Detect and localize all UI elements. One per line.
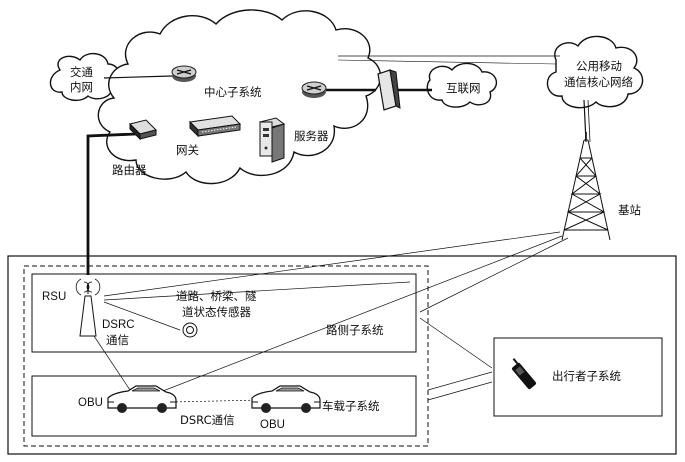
- server-tower-icon: [258, 117, 286, 163]
- dsrc-bottom-label: DSRC通信: [180, 413, 235, 427]
- connection-lines: [86, 55, 591, 403]
- roadside-subsystem-box: [31, 273, 417, 353]
- line-rsu-beam-upper: [103, 281, 411, 301]
- roadside-vehicle-dashed-box: [23, 265, 429, 447]
- dsrc-rsu-label-line1: DSRC: [102, 319, 135, 331]
- base-station-label: 基站: [618, 203, 641, 217]
- rsu-label: RSU: [42, 291, 66, 303]
- router-icon: [301, 81, 327, 98]
- line-tower-obu: [149, 235, 563, 397]
- gateway-label: 网关: [176, 143, 199, 157]
- internet-label: 互联网: [446, 81, 481, 95]
- line-rsu-beam-lower: [103, 301, 181, 331]
- traffic-intranet-label-line1: 交通: [70, 65, 93, 79]
- router-label: 路由器: [112, 163, 147, 177]
- line-roadside-traveler-a: [419, 317, 493, 369]
- radio-tower-icon: [561, 132, 611, 241]
- mobile-phone-icon: [511, 358, 537, 390]
- roadside-subsystem-label: 路侧子系统: [326, 323, 384, 337]
- public-mobile-core-label-line2: 通信核心网络: [564, 75, 633, 89]
- traffic-intranet-label-line2: 内网: [70, 80, 93, 94]
- public-mobile-core-cloud: [546, 35, 644, 109]
- center-subsystem-label: 中心子系统: [204, 85, 262, 99]
- line-obu-obu: [171, 399, 263, 403]
- internet-cloud: [426, 62, 498, 108]
- line-intranet-router: [103, 75, 173, 79]
- public-mobile-core-label-line1: 公用移动: [576, 59, 622, 73]
- line-roadside-traveler-b: [427, 371, 493, 391]
- center-subsystem-cloud: [97, 9, 382, 185]
- rsu-antenna-icon: [75, 278, 101, 337]
- router-box-icon: [129, 119, 157, 141]
- traveler-subsystem-label: 出行者子系统: [552, 369, 621, 383]
- vehicle-subsystem-box: [31, 375, 417, 437]
- network-switch-icon: [188, 115, 242, 138]
- obu-right-label: OBU: [260, 419, 285, 431]
- line-vehicle-traveler: [427, 381, 493, 401]
- line-center-mobilecore-b: [337, 59, 557, 65]
- line-core-tower-b: [587, 99, 591, 143]
- server-label: 服务器: [294, 129, 329, 143]
- sensors-label-line2: 道状态传感器: [182, 305, 251, 319]
- firewall-icon: [377, 69, 401, 111]
- vehicle-subsystem-label: 车载子系统: [322, 399, 380, 413]
- ground-system-outer-box: [7, 255, 677, 455]
- obu-left-label: OBU: [78, 397, 103, 409]
- router-icon: [171, 65, 197, 82]
- line-tower-rsu: [103, 231, 561, 297]
- line-rsu-obu: [89, 329, 131, 391]
- car-icon: [107, 385, 177, 413]
- line-gateway-rsu: [86, 132, 137, 275]
- dsrc-rsu-label-line2: 通信: [106, 333, 129, 347]
- line-tower-traveler: [419, 237, 569, 313]
- sensors-label-line1: 道路、桥梁、隧: [176, 289, 257, 303]
- car-icon: [251, 385, 321, 413]
- sensor-icon: [182, 322, 198, 338]
